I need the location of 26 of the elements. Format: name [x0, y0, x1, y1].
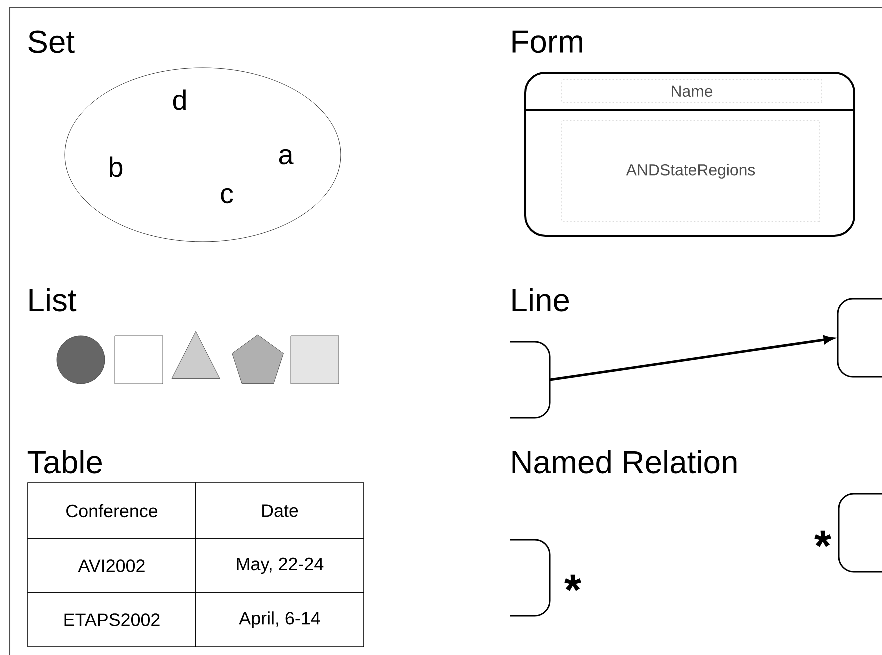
table-cell: Date	[196, 482, 364, 540]
bracket-shape	[510, 341, 551, 419]
section-heading: Line	[512, 288, 570, 312]
table-cell: May, 22-24	[196, 538, 364, 594]
section-heading: Set	[28, 30, 75, 54]
bracket-shape	[838, 493, 882, 573]
table-cell: April, 6-14	[196, 592, 364, 648]
name-field: Name	[562, 80, 822, 104]
region-field: ANDStateRegions	[562, 120, 820, 222]
set-element: c	[221, 188, 234, 204]
triangle-shape	[172, 331, 220, 379]
section-heading: List	[30, 288, 77, 312]
section-heading: Table	[28, 450, 102, 474]
bracket-shape	[510, 539, 551, 617]
table-cell: AVI2002	[28, 538, 196, 594]
table-cell: Conference	[28, 482, 196, 540]
square-shape	[290, 336, 340, 384]
set-element: b	[110, 156, 123, 178]
set-element: a	[279, 149, 294, 165]
square-shape	[114, 336, 164, 384]
section-heading: Named Relation	[512, 450, 737, 474]
table-cell: ETAPS2002	[28, 592, 196, 648]
pentagon-shape	[232, 334, 284, 384]
circle-shape	[56, 336, 106, 384]
bracket-shape	[837, 298, 882, 378]
set-element: d	[173, 90, 186, 110]
